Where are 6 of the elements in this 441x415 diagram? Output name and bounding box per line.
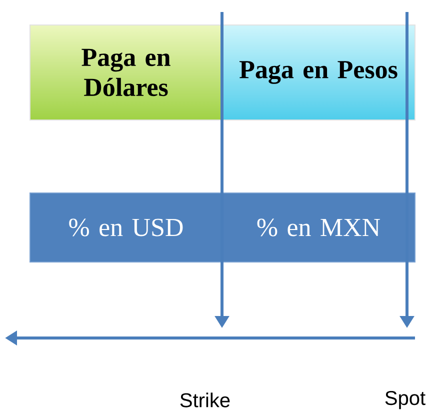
axis-label: Strike [180,392,230,408]
payment-box: Paga en Pesos [222,24,416,120]
axis-label: Spot [385,390,426,410]
percentage-cell: % en MXN [222,192,416,262]
percentage-cell: % en USD [30,192,222,262]
payment-box: Paga en Dólares [30,24,222,120]
